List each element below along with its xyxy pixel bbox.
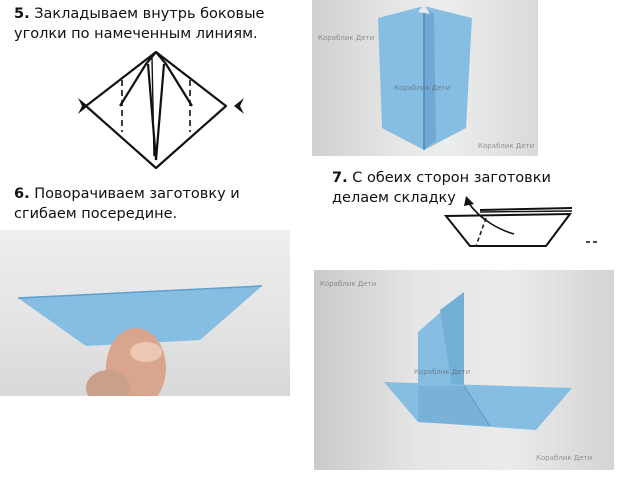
thumb-nail — [130, 342, 162, 362]
step-5-paper-shape — [378, 4, 472, 150]
right-fold-line — [155, 51, 193, 107]
fold-line-top — [479, 207, 573, 211]
step-5-diagram — [76, 44, 246, 174]
step-6-number: 6. — [14, 186, 30, 202]
left-fold-line — [119, 51, 157, 107]
right-arrow-icon — [234, 98, 244, 114]
step-7-diagram — [440, 190, 610, 262]
boat-outline — [443, 212, 573, 247]
left-arrow-icon — [78, 98, 88, 114]
watermark-text: Кораблик Дети — [318, 34, 375, 42]
hull-crease — [463, 385, 491, 427]
top-notch — [418, 4, 430, 14]
step-6-caption: 6. Поворачиваем заготовку и сгибаем посе… — [14, 184, 284, 224]
hull-fold — [418, 386, 490, 426]
step-7-caption: 7. С обеих сторон заготовки делаем склад… — [332, 168, 592, 208]
step-5-diagram-drawing — [78, 50, 244, 170]
step-5-caption: 5. Закладываем внутрь боковые уголки по … — [14, 4, 304, 44]
hand-finger — [86, 370, 130, 396]
step-5-photo: Кораблик Дети Кораблик Дети Кораблик Дет… — [312, 0, 538, 156]
watermark-text: Кораблик Дети — [536, 454, 593, 462]
watermark-text: Кораблик Дети — [478, 142, 535, 150]
step-5-description: Закладываем внутрь боковые уголки по нам… — [14, 6, 265, 42]
center-line-left — [146, 63, 158, 161]
watermark-text: Кораблик Дети — [320, 280, 377, 288]
center-line-right — [154, 63, 166, 161]
curved-arrow-line — [467, 201, 515, 235]
step-6-photo — [0, 230, 290, 396]
center-crease — [151, 57, 155, 157]
watermark-text: Кораблик Дети — [394, 84, 451, 92]
fold-line-second — [479, 210, 573, 213]
folded-paper-center-flap — [424, 8, 436, 150]
dashed-fold-line — [475, 217, 487, 247]
step-6-description: Поворачиваем заготовку и сгибаем посеред… — [14, 186, 240, 222]
step-7-number: 7. — [332, 170, 348, 186]
step-8-photo: Кораблик Дети Кораблик Дети Кораблик Дет… — [314, 270, 614, 470]
step-5-number: 5. — [14, 6, 30, 22]
watermark-text: Кораблик Дети — [414, 368, 471, 376]
step-7-description: С обеих сторон заготовки делаем складку — [332, 170, 551, 206]
step-8-paper-boat — [384, 292, 572, 430]
sail-fold — [440, 292, 464, 386]
strip-top-edge — [17, 285, 263, 299]
folded-boat-strip — [18, 286, 262, 346]
outer-rhombus — [84, 50, 228, 170]
step-6-paper-shape — [17, 285, 263, 396]
step-7-diagram-drawing — [443, 196, 600, 247]
arrow-head-icon — [464, 196, 474, 206]
